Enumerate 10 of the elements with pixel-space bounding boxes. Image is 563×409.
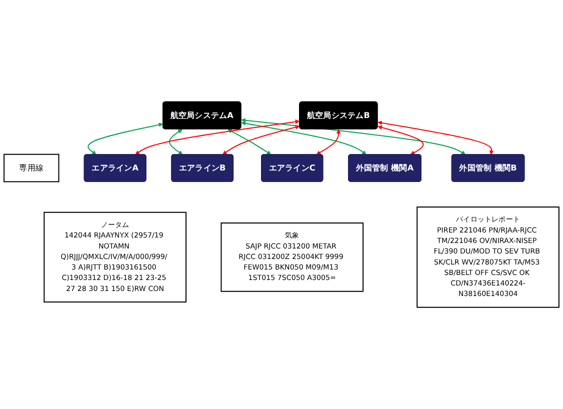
arrow [378,125,424,155]
arrow [316,129,341,155]
arrow [135,120,300,155]
arrow [228,129,272,155]
arrow [222,125,300,155]
arrow [378,120,494,155]
arrow [168,129,183,155]
node-box: 専用線 [4,154,60,182]
arrow [241,121,366,155]
arrow [88,122,164,155]
